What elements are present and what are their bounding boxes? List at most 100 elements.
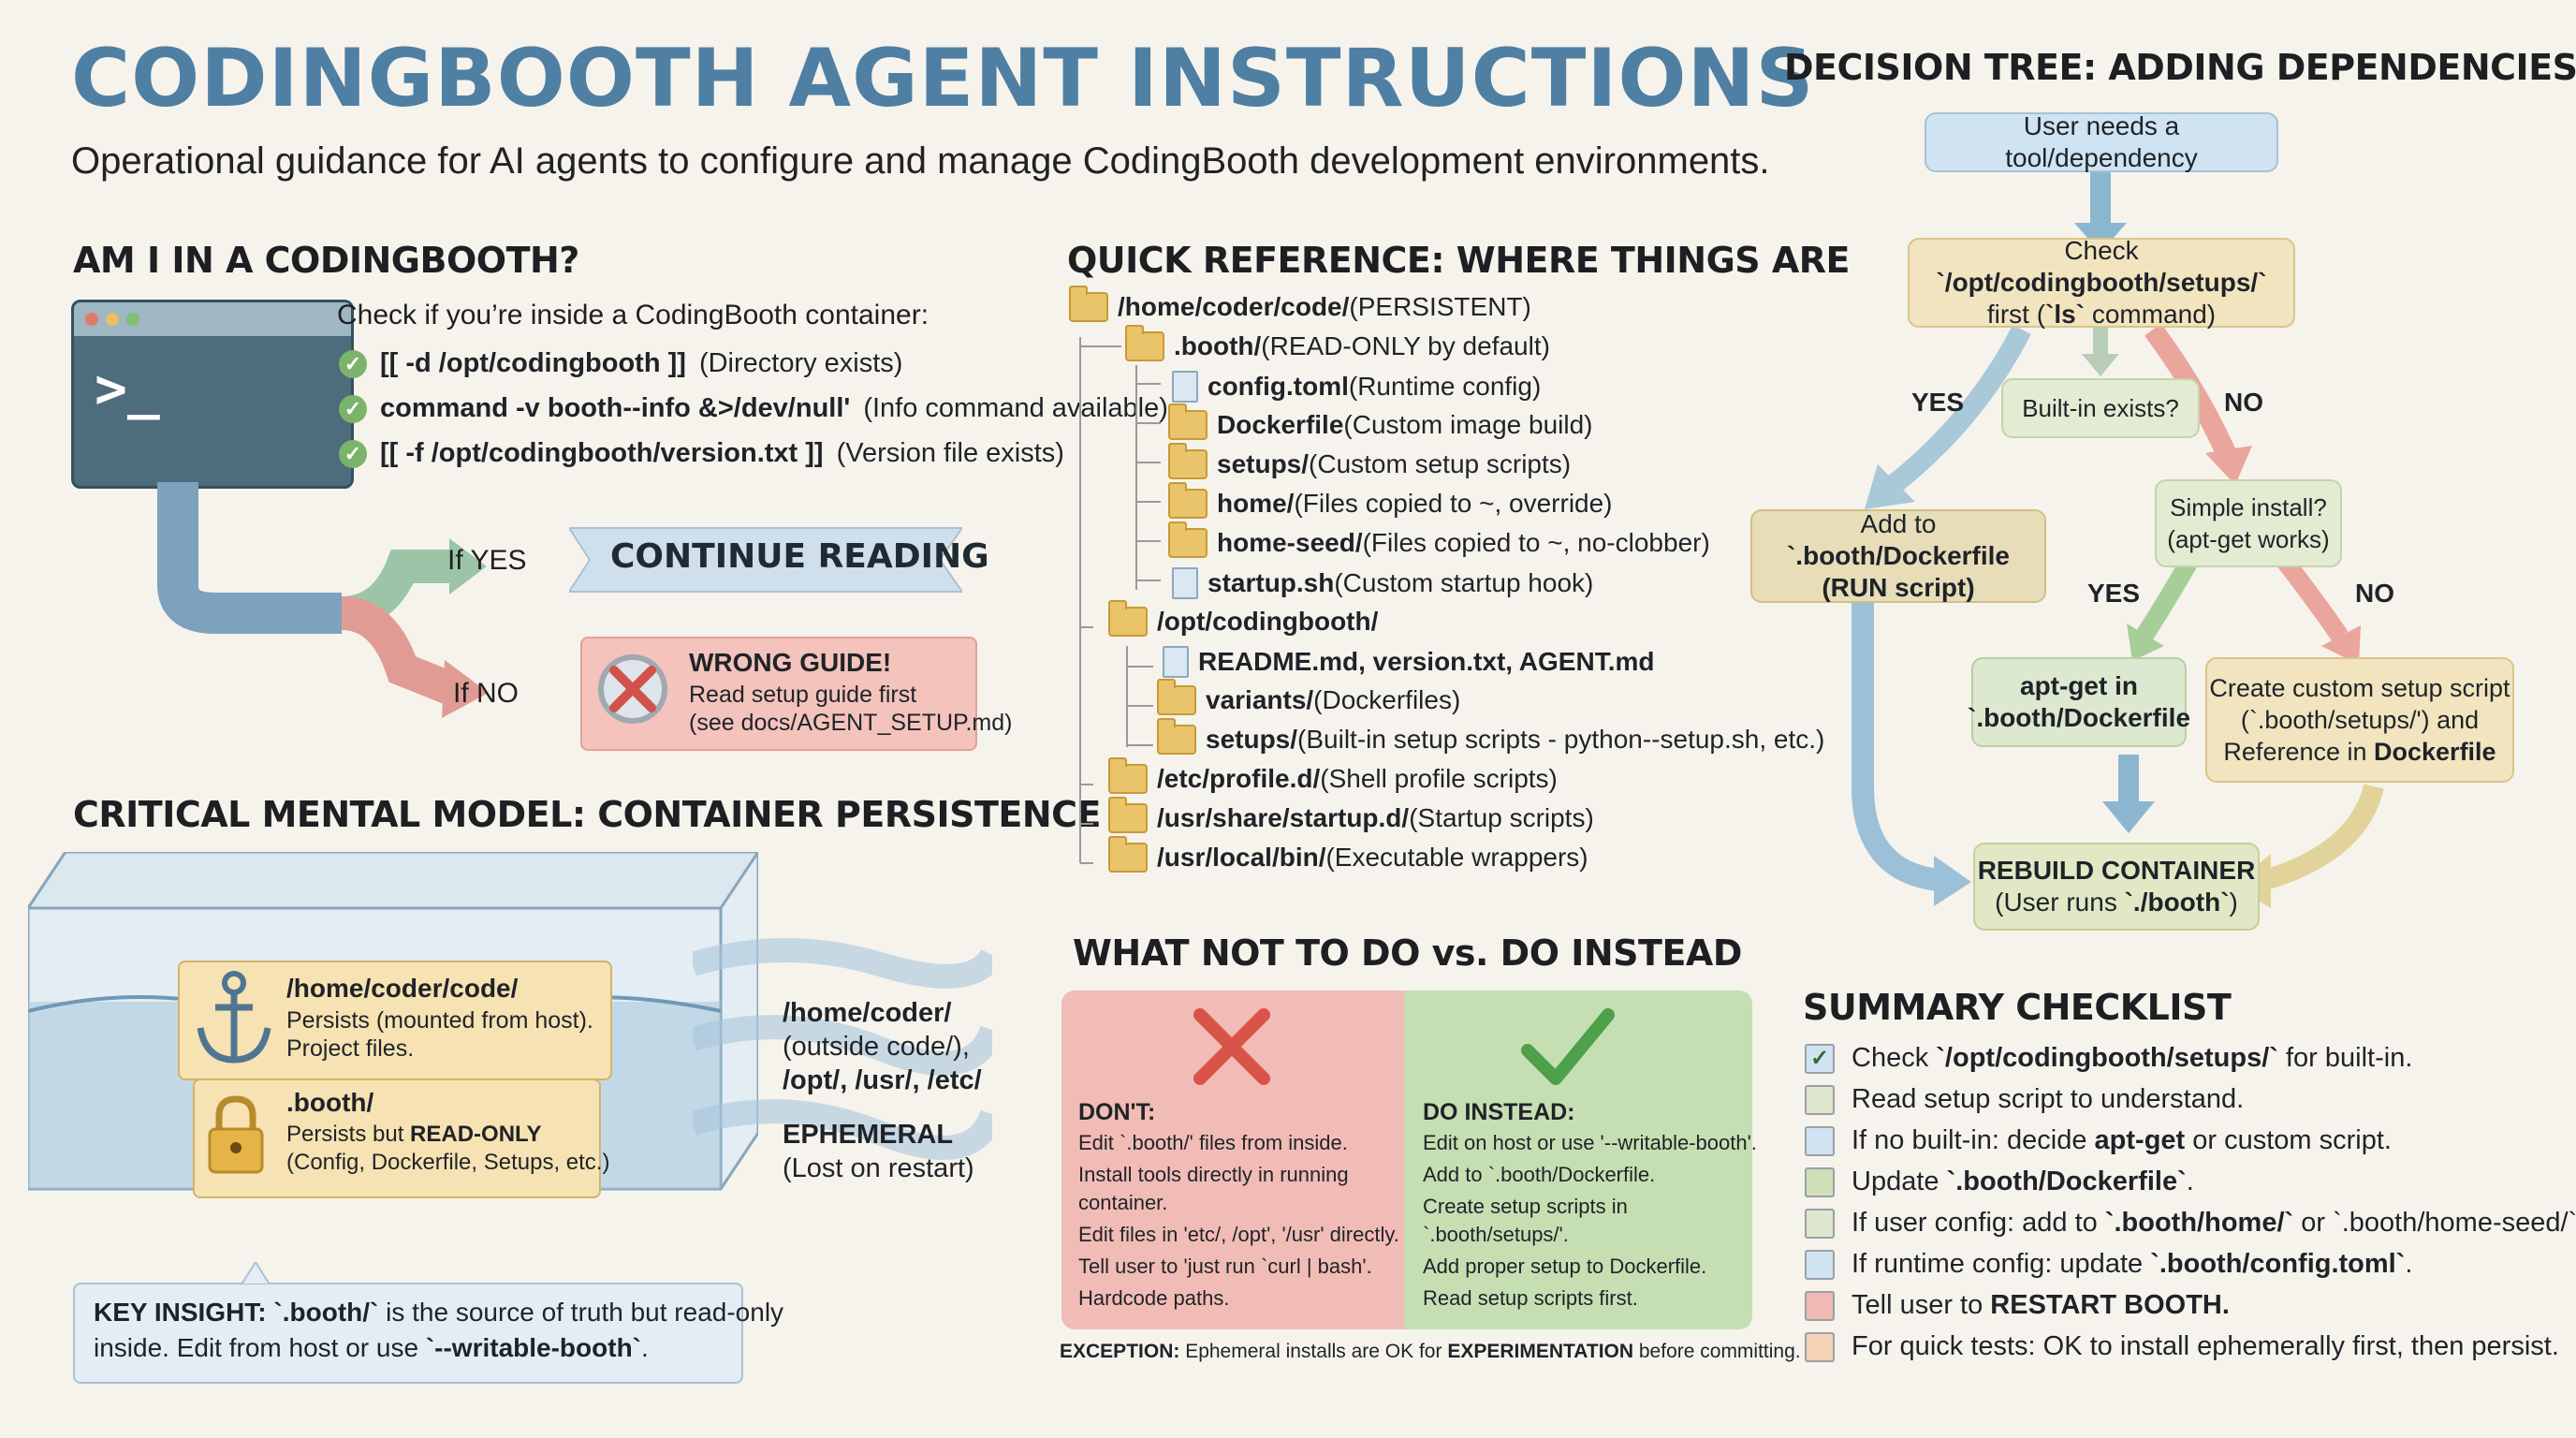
folder-icon: [1069, 286, 1108, 322]
checkbox-icon[interactable]: [1805, 1290, 1835, 1321]
checkbox-icon[interactable]: [1805, 1331, 1835, 1362]
arrow-add-to-rebuild: [1852, 599, 1939, 891]
checklist-item[interactable]: ✓Check `/opt/codingbooth/setups/` for bu…: [1805, 1043, 2412, 1074]
folder-icon: [1157, 679, 1196, 715]
key-insight-line1: KEY INSIGHT: `.booth/` is the source of …: [94, 1298, 784, 1327]
node-apt-get: apt-get in `.booth/Dockerfile: [1968, 657, 2190, 747]
tree-item: setups/ (Built-in setup scripts - python…: [1157, 718, 1824, 755]
no-arrowhead: [442, 660, 489, 718]
checklist-item[interactable]: Tell user to RESTART BOOTH.: [1805, 1290, 2230, 1321]
folder-icon: [1157, 718, 1196, 755]
checkmark-icon: ✓: [339, 349, 367, 378]
checklist-item[interactable]: If no built-in: decide apt-get or custom…: [1805, 1125, 2392, 1156]
tree-item: config.toml (Runtime config): [1172, 371, 1541, 403]
water-stream-illustration: [693, 938, 992, 1160]
continue-reading-label: CONTINUE READING: [610, 537, 989, 576]
folder-icon: [1168, 482, 1208, 519]
tree-item: setups/ (Custom setup scripts): [1168, 443, 1571, 479]
am-i-intro: Check if you’re inside a CodingBooth con…: [337, 300, 929, 330]
decision-tree-heading: DECISION TREE: ADDING DEPENDENCIES: [1784, 47, 2576, 88]
tree-item: .booth/ (READ-ONLY by default): [1125, 325, 1550, 361]
do-item: Create setup scripts in: [1423, 1195, 1628, 1218]
folder-icon: [1108, 600, 1148, 637]
checklist-item[interactable]: Update `.booth/Dockerfile`.: [1805, 1167, 2194, 1197]
arrow-no-to-custom: [2276, 553, 2349, 642]
dont-item: Install tools directly in running: [1078, 1163, 1349, 1186]
branch-no-label: NO: [2224, 388, 2263, 417]
do-item: Read setup scripts first.: [1423, 1286, 1638, 1310]
checklist-item[interactable]: If runtime config: update `.booth/config…: [1805, 1249, 2412, 1280]
tree-item: Dockerfile (Custom image build): [1168, 404, 1593, 440]
checkbox-icon[interactable]: [1805, 1084, 1835, 1115]
maximize-dot-icon: [126, 313, 139, 326]
am-i-heading: AM I IN A CODINGBOOTH?: [73, 240, 579, 281]
file-icon: [1172, 371, 1198, 403]
outside-path-3: /opt/, /usr/, /etc/: [783, 1065, 982, 1095]
dont-item: container.: [1078, 1191, 1168, 1214]
dont-title: DON'T:: [1078, 1099, 1156, 1125]
prompt-icon: >_: [95, 357, 160, 420]
booth-dir-line1: Persists but READ-ONLY: [286, 1122, 542, 1147]
do-title: DO INSTEAD:: [1423, 1099, 1575, 1125]
wrong-guide-box: [580, 637, 977, 751]
checkbox-icon[interactable]: [1805, 1249, 1835, 1280]
node-start: User needs a tool/dependency: [1925, 111, 2278, 172]
donts-heading: WHAT NOT TO DO vs. DO INSTEAD: [1073, 932, 1742, 974]
close-dot-icon: [85, 313, 98, 326]
down-arrow-shaft: [157, 482, 342, 634]
check-row: ✓ command -v booth--info &>/dev/null' (I…: [339, 393, 1168, 424]
check-code: command -v booth--info &>/dev/null': [380, 393, 851, 423]
checklist-item[interactable]: Read setup script to understand.: [1805, 1084, 2244, 1115]
booth-dir-line2: (Config, Dockerfile, Setups, etc.): [286, 1150, 610, 1175]
dont-item: Hardcode paths.: [1078, 1286, 1230, 1310]
tree-item: home-seed/ (Files copied to ~, no-clobbe…: [1168, 521, 1710, 558]
checklist-item[interactable]: For quick tests: OK to install ephemeral…: [1805, 1331, 2559, 1362]
do-list: Edit on host or use '--writable-booth'. …: [1423, 1129, 1757, 1313]
outside-path-2: (outside code/),: [783, 1032, 970, 1062]
tree-item: startup.sh (Custom startup hook): [1172, 567, 1593, 599]
tree-item: /usr/local/bin/ (Executable wrappers): [1108, 836, 1588, 873]
arrow-yes-to-add: [1884, 324, 2031, 495]
checkbox-icon[interactable]: [1805, 1208, 1835, 1239]
checkbox-icon[interactable]: [1805, 1167, 1835, 1197]
tree-item: README.md, version.txt, AGENT.md: [1163, 646, 1654, 678]
folder-icon: [1125, 325, 1164, 361]
key-insight-line2: inside. Edit from host or use `--writabl…: [94, 1333, 649, 1362]
no-branch-arrow: [340, 596, 456, 704]
checkbox-icon[interactable]: [1805, 1125, 1835, 1156]
tree-guide-lines: [1079, 337, 1161, 864]
code-dir-line2: Project files.: [286, 1035, 415, 1062]
continue-banner-shape: [569, 527, 962, 593]
node-add-dockerfile: Add to `.booth/Dockerfile (RUN script): [1750, 509, 2046, 603]
checkbox-checked-icon[interactable]: ✓: [1805, 1043, 1835, 1074]
mental-model-heading: CRITICAL MENTAL MODEL: CONTAINER PERSIST…: [73, 794, 1101, 835]
code-dir-line1: Persists (mounted from host).: [286, 1007, 593, 1034]
checkmark-icon: ✓: [339, 394, 367, 423]
ephemeral-label: EPHEMERAL: [783, 1120, 954, 1150]
code-dir-title: /home/coder/code/: [286, 974, 519, 1003]
page-title: CODINGBOOTH AGENT INSTRUCTIONS: [71, 32, 1815, 125]
checklist-heading: SUMMARY CHECKLIST: [1803, 987, 2232, 1028]
wrong-guide-line1: Read setup guide first: [689, 682, 917, 708]
tree-item: home/ (Files copied to ~, override): [1168, 482, 1613, 519]
if-no-label: If NO: [453, 678, 520, 709]
checklist-item[interactable]: If user config: add to `.booth/home/` or…: [1805, 1208, 2576, 1239]
callout-pointer: [242, 1262, 270, 1284]
cross-icon: [1193, 1008, 1270, 1085]
page-subtitle: Operational guidance for AI agents to co…: [71, 140, 1770, 182]
folder-icon: [1108, 797, 1148, 833]
dont-item: Edit files in 'etc/, /opt', '/usr' direc…: [1078, 1223, 1399, 1246]
node-simple-install: Simple install? (apt-get works): [2155, 479, 2342, 567]
dont-item: Edit `.booth/' files from inside.: [1078, 1131, 1348, 1154]
outside-path-1: /home/coder/: [783, 998, 952, 1028]
arrow-custom-to-rebuild: [2261, 784, 2384, 890]
do-item: `.booth/setups/'.: [1423, 1223, 1569, 1246]
if-yes-label: If YES: [447, 545, 527, 576]
booth-dir-title: .booth/: [286, 1088, 374, 1117]
key-insight-box: [73, 1283, 743, 1384]
check-note: (Info command available): [863, 393, 1168, 423]
branch-yes2-label: YES: [2087, 579, 2141, 608]
tree-item: /opt/codingbooth/: [1108, 600, 1378, 637]
tree-item: variants/ (Dockerfiles): [1157, 679, 1460, 715]
node-check-setups: Check `/opt/codingbooth/setups/` first (…: [1908, 236, 2295, 329]
